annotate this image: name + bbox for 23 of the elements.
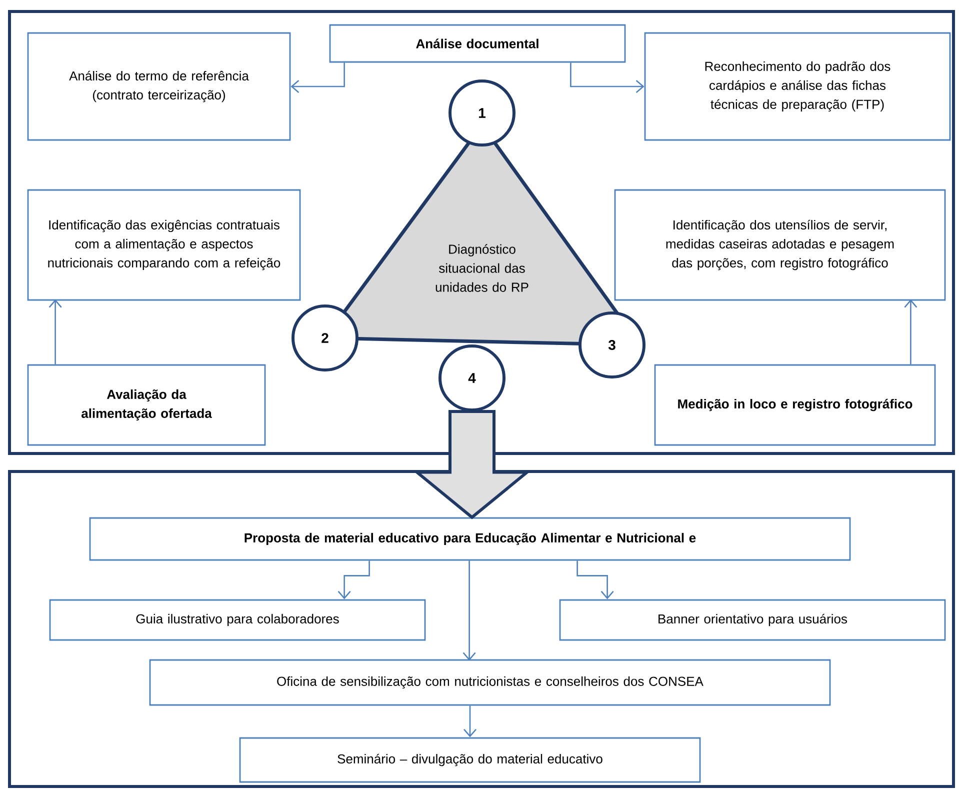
text-box: Guia ilustrativo para colaboradores — [49, 599, 426, 641]
heading-box: Medição in loco e registro fotográfico — [654, 364, 936, 446]
heading-box: Análise documental — [329, 24, 626, 63]
arrow — [904, 299, 918, 364]
text-box: Seminário – divulgação do material educativo — [239, 737, 701, 783]
text-box: Identificação das exigências contratuais com a alimentação e aspectos nutricionais comparando com a refeição — [27, 189, 301, 301]
text-box: Identificação dos utensílios de servir, medidas caseiras adotadas e pesagem das porções, com registro fotográfico — [614, 189, 946, 301]
text-box: Banner orientativo para usuários — [559, 599, 946, 641]
arrow — [48, 299, 62, 364]
arrow — [576, 560, 614, 600]
text-box: Oficina de sensibilização com nutricionistas e conselheiros dos CONSEA — [149, 659, 831, 706]
heading-box: Proposta de material educativo para Educação Alimentar e Nutricional e — [89, 517, 851, 561]
arrow — [462, 560, 476, 661]
panel-frame — [8, 470, 955, 788]
arrow — [290, 62, 345, 93]
text-box: Reconhecimento do padrão dos cardápios e análise das fichas técnicas de preparação (FTP) — [644, 32, 951, 141]
arrow — [464, 706, 476, 738]
panel-frame — [8, 10, 955, 455]
block-arrow — [412, 410, 532, 520]
arrow — [338, 560, 370, 600]
text-box: Análise do termo de referência (contrato terceirização) — [27, 32, 291, 141]
heading-box: Avaliação da alimentação ofertada — [27, 364, 266, 446]
arrow — [570, 62, 644, 93]
